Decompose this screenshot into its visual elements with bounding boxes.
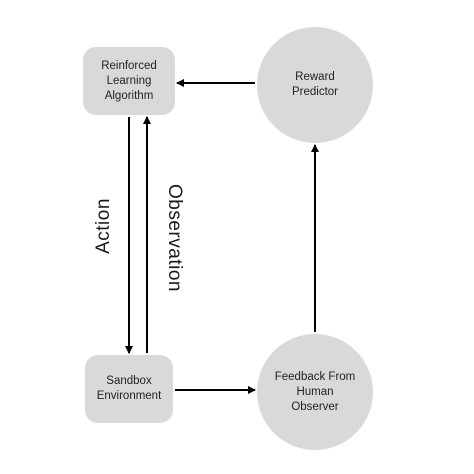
feedback-node: Feedback From Human Observer [257,334,373,450]
sandbox-environment-label: Sandbox Environment [96,375,162,402]
action-edge-label: Action [93,198,114,254]
sandbox-environment-node: Sandbox Environment [85,355,173,423]
feedback-label: Feedback From Human Observer [274,370,356,413]
rl-algorithm-node: Reinforced Learning Algorithm [83,47,175,115]
reward-predictor-node: Reward Predictor [257,27,373,143]
rl-algorithm-label: Reinforced Learning Algorithm [101,59,157,102]
reward-predictor-label: Reward Predictor [291,71,339,98]
observation-edge-label: Observation [164,184,185,292]
